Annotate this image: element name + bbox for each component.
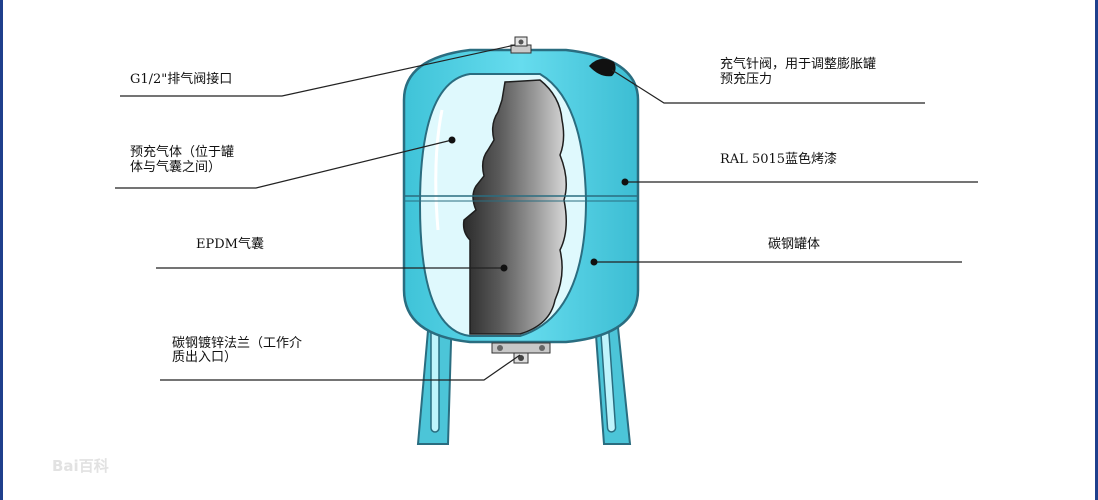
label-charge-valve-line2: 预充压力	[720, 72, 773, 87]
charge-valve-cap	[589, 58, 616, 77]
bottom-flange	[491, 342, 551, 364]
leader-lines	[115, 44, 978, 381]
right-frame-border	[1095, 0, 1098, 500]
top-exhaust-fitting	[510, 36, 532, 54]
cutaway-highlight	[434, 109, 444, 231]
label-flange-line2: 质出入口）	[172, 350, 238, 365]
leader-exhaust-valve	[120, 44, 516, 97]
label-exhaust-valve: G1/2"排气阀接口	[130, 72, 233, 87]
epdm-bladder-shape	[462, 79, 567, 335]
left-leg-slot	[430, 321, 440, 433]
left-frame-border	[0, 0, 3, 500]
leader-charge-valve	[611, 69, 925, 104]
label-epdm-bladder: EPDM气囊	[196, 237, 264, 252]
label-tank-body: 碳钢罐体	[768, 237, 821, 252]
label-charge-valve-line1: 充气针阀，用于调整膨胀罐	[720, 57, 877, 72]
leader-flange	[160, 354, 521, 381]
label-paint: RAL 5015蓝色烤漆	[720, 152, 838, 167]
label-precharge-gas-line1: 预充气体（位于罐	[130, 145, 235, 160]
label-precharge-gas-line2: 体与气囊之间）	[130, 160, 222, 175]
leader-dots	[448, 136, 629, 272]
leader-precharge-gas	[115, 139, 453, 189]
label-flange-line1: 碳钢镀锌法兰（工作介	[172, 336, 303, 351]
weld-seam	[404, 195, 638, 202]
baidu-baike-watermark: Bai百科	[52, 457, 109, 475]
